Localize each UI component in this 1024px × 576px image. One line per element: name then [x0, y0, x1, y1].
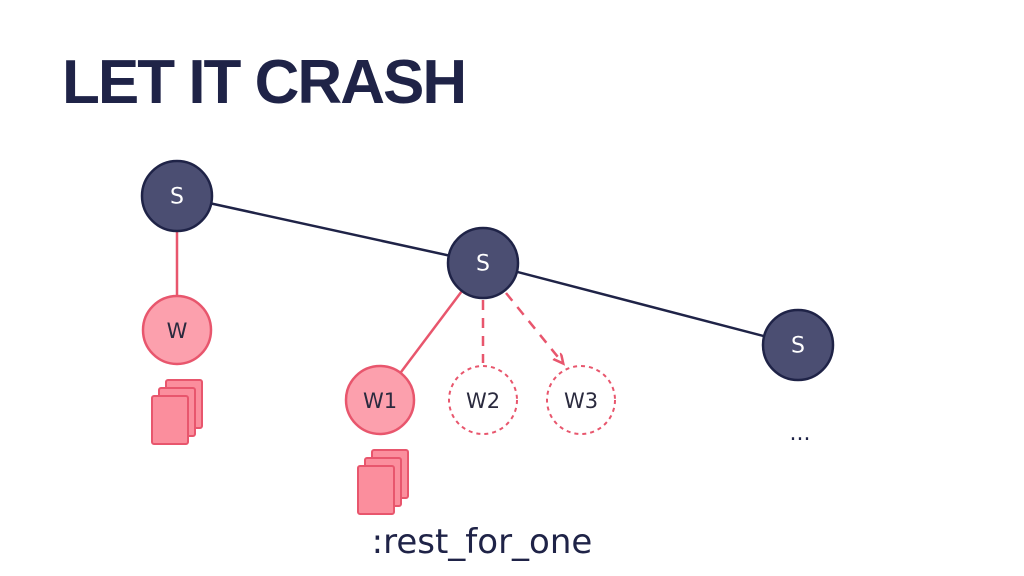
- documents-icon-worker-1: [357, 449, 409, 515]
- supervisor-right-label: S: [791, 334, 805, 359]
- worker-3-label: W3: [564, 389, 598, 413]
- supervisor-root-label: S: [170, 185, 184, 210]
- worker-left-node: W: [141, 294, 213, 366]
- worker-1-node: W1: [344, 364, 416, 436]
- worker-3-node-restarting: W3: [546, 365, 616, 435]
- worker-2-label: W2: [466, 389, 500, 413]
- link-middle-to-right: [482, 261, 799, 347]
- supervisor-middle-node: S: [446, 226, 520, 300]
- worker-1-label: W1: [363, 389, 397, 413]
- supervisor-root-node: S: [140, 159, 214, 233]
- link-middle-to-w3-arrow: [505, 292, 562, 362]
- supervisor-middle-label: S: [476, 252, 490, 277]
- link-root-to-middle: [176, 194, 484, 265]
- worker-left-label: W: [167, 319, 188, 343]
- worker-2-node-restarting: W2: [448, 365, 518, 435]
- documents-icon-worker-left: [151, 379, 203, 445]
- restart-strategy-label: :rest_for_one: [372, 522, 593, 562]
- more-supervisors-ellipsis: ...: [790, 421, 811, 446]
- supervisor-right-node: S: [761, 308, 835, 382]
- slide-title: LET IT CRASH: [62, 48, 467, 117]
